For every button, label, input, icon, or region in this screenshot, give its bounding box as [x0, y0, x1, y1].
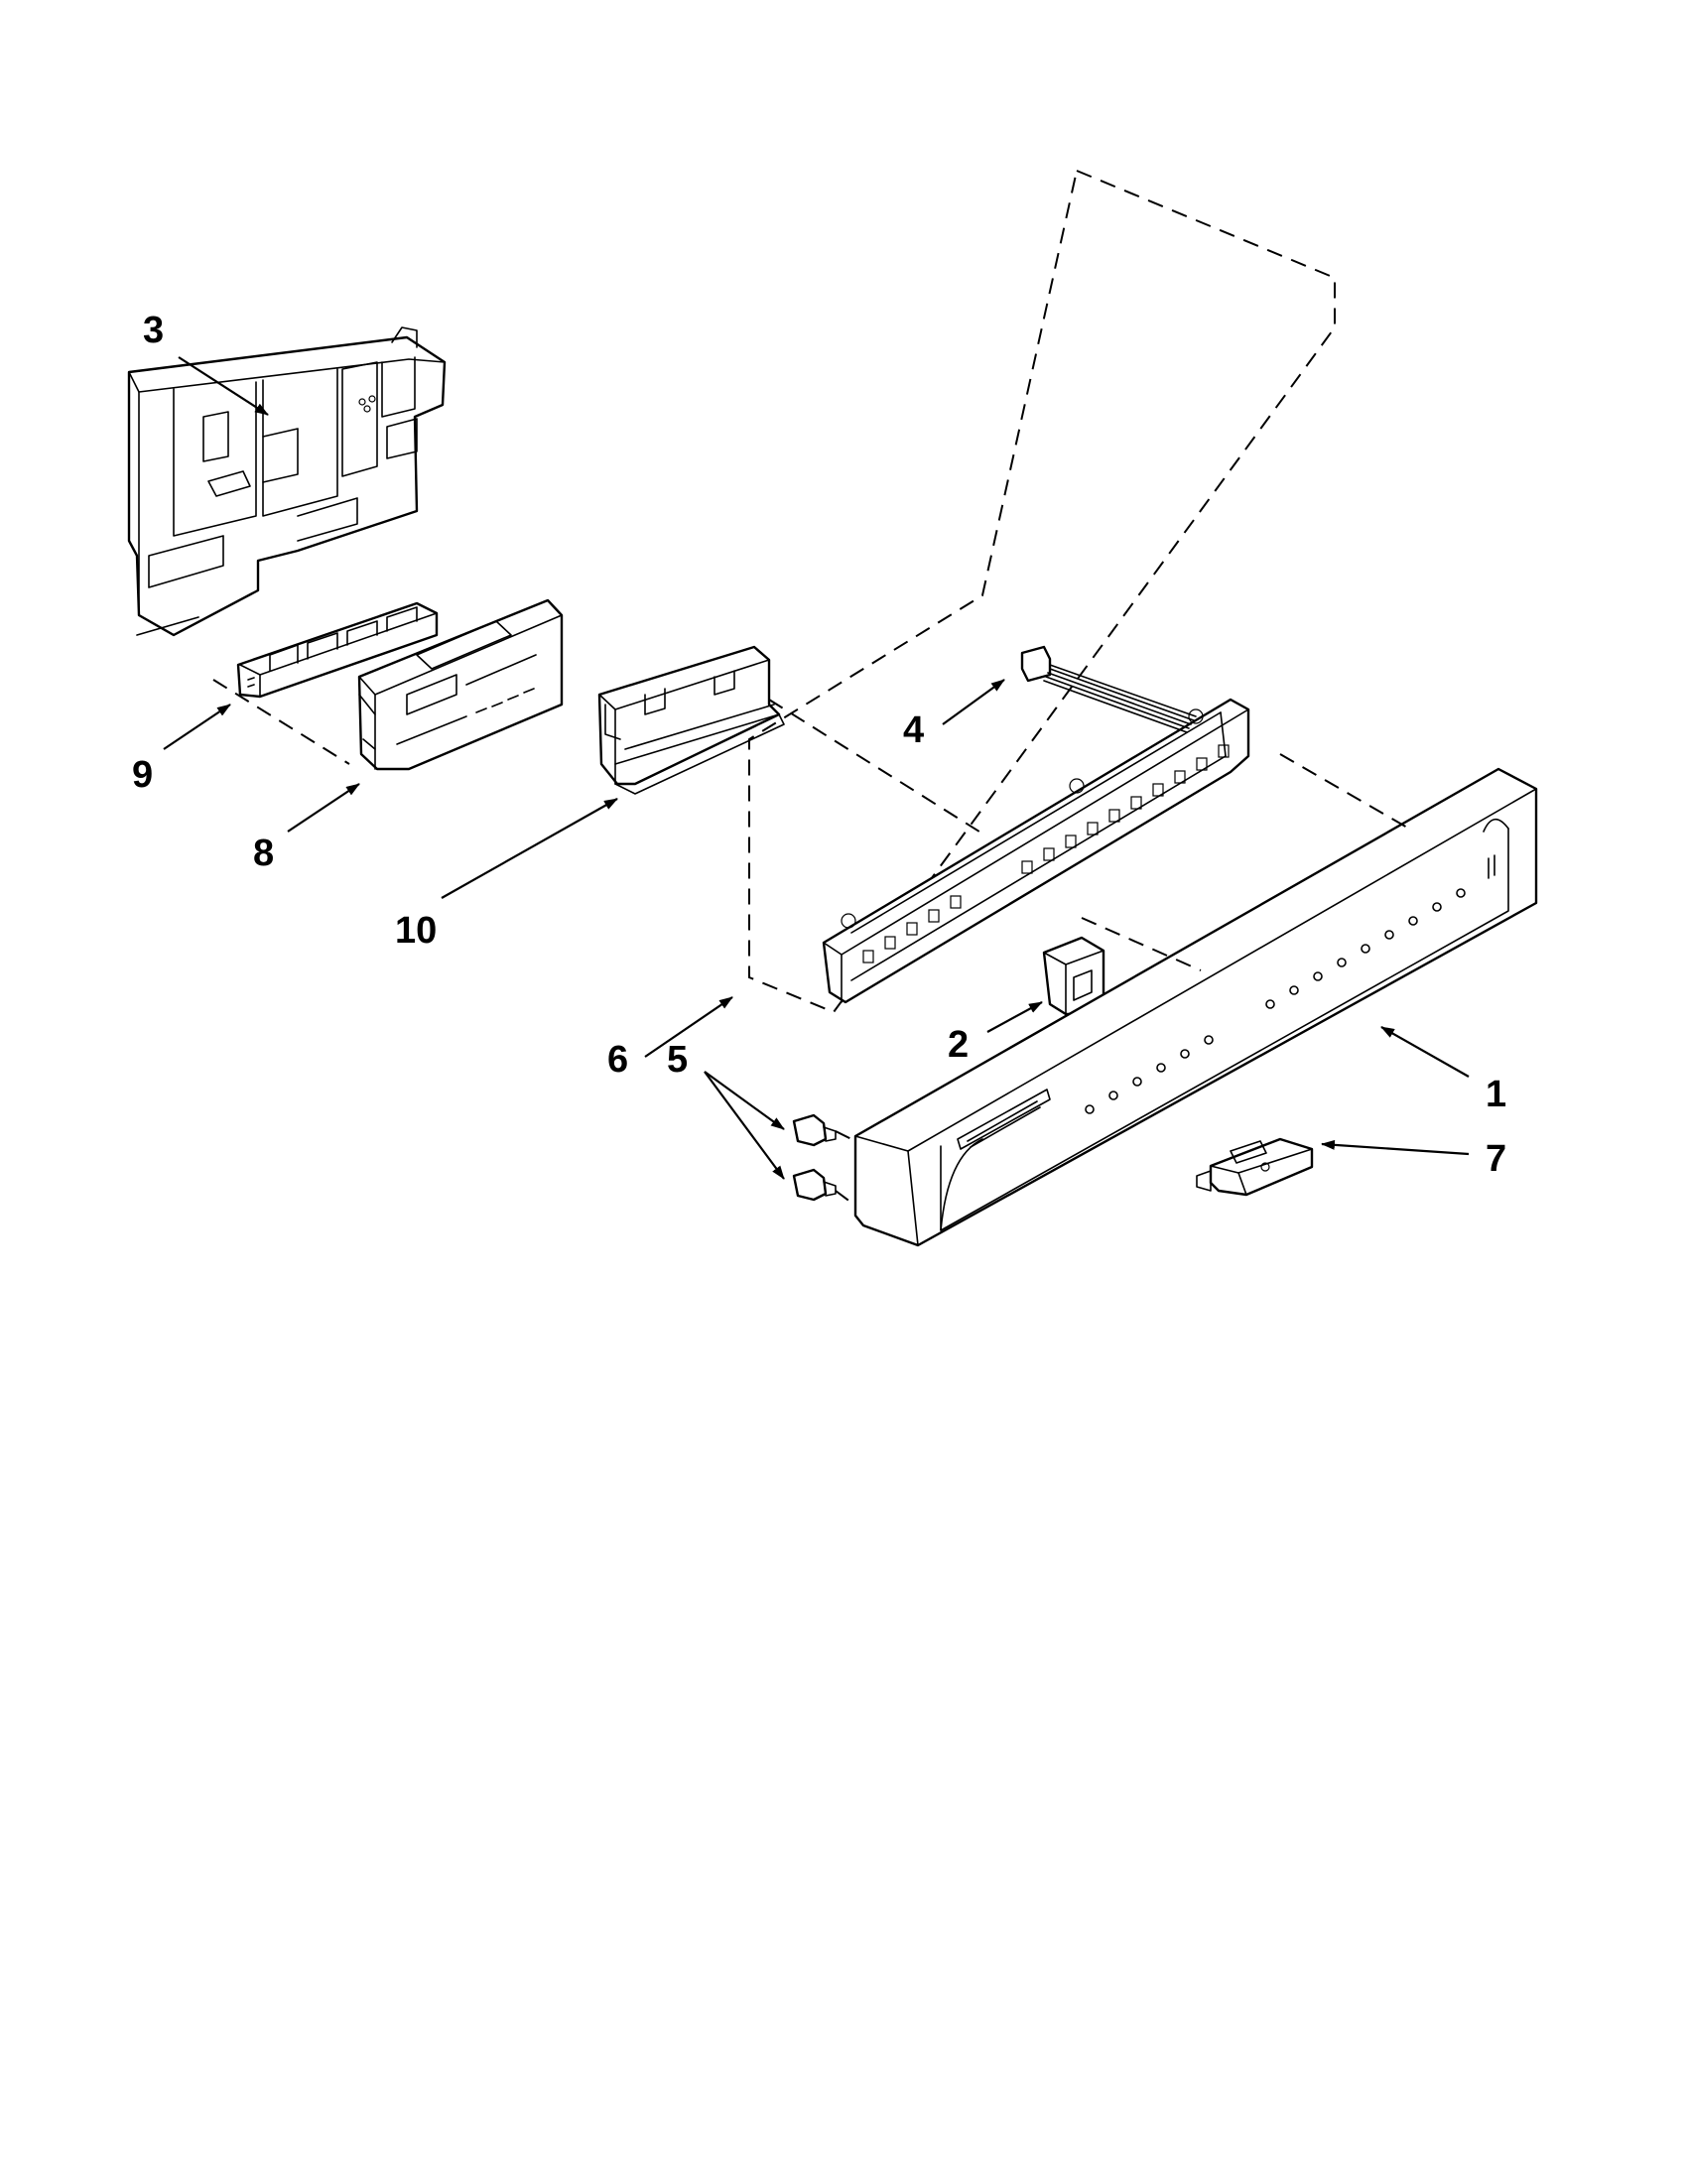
- callout-3: 3: [143, 310, 164, 351]
- user-interface-part-6: [748, 169, 1336, 1016]
- control-bracket-part-3: [127, 326, 447, 637]
- interface-board-part-9: [236, 601, 439, 699]
- wire-harness-part-4: [1020, 645, 1197, 733]
- callout-7: 7: [1486, 1138, 1506, 1180]
- leader-lines: [163, 356, 1470, 1180]
- callout-6: 6: [607, 1039, 628, 1081]
- control-board-part-8: [357, 598, 564, 771]
- clip-part-2: [1042, 936, 1105, 1016]
- callout-2: 2: [948, 1024, 969, 1066]
- callout-4: 4: [903, 709, 924, 751]
- latch-part-7: [1196, 1137, 1314, 1197]
- screws-part-5: [792, 1113, 837, 1202]
- callout-labels: 3 9 8 10 4 6 2 5 1 7: [132, 310, 1506, 1180]
- ui-board-buttons: [862, 744, 1230, 964]
- panel-buttons: [1085, 888, 1466, 1114]
- callout-1: 1: [1486, 1074, 1506, 1115]
- callout-9: 9: [132, 754, 153, 796]
- housing-part-10: [597, 645, 785, 795]
- assembly-lines: [212, 679, 1410, 1207]
- callout-5: 5: [667, 1039, 688, 1081]
- callout-8: 8: [253, 833, 274, 874]
- callout-10: 10: [395, 910, 437, 952]
- control-panel-part-1: [853, 767, 1538, 1247]
